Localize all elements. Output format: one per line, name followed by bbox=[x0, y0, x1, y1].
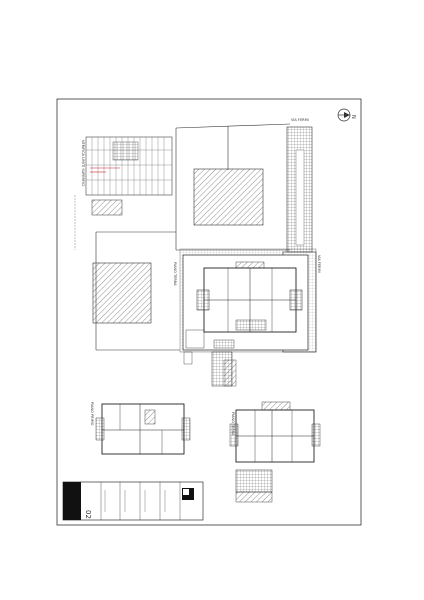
north-arrow-icon bbox=[337, 108, 351, 122]
road-label: VIA FERMI bbox=[317, 255, 321, 273]
plan-label-bottom: PIANO TERRA bbox=[231, 412, 235, 436]
plan-label-top: PIANO TERRA bbox=[173, 262, 177, 286]
site-plan-house bbox=[182, 254, 309, 351]
sheet-border bbox=[56, 98, 362, 526]
page-number: 02 bbox=[84, 510, 92, 519]
hatched-lot-north bbox=[193, 168, 264, 226]
table-title: VERIFICA LIMITI SUPERFICI bbox=[81, 140, 85, 186]
title-block bbox=[62, 481, 204, 521]
area-verification-table bbox=[74, 136, 173, 250]
street-label: VIA FERMI bbox=[291, 118, 309, 122]
plan-label-left: PIANO PRIMO bbox=[90, 402, 94, 426]
hatched-lot-west bbox=[92, 262, 152, 324]
floor-plan-first bbox=[95, 403, 191, 455]
north-label: N bbox=[350, 115, 356, 119]
driveway bbox=[183, 351, 237, 387]
floor-plan-ground bbox=[229, 401, 321, 503]
